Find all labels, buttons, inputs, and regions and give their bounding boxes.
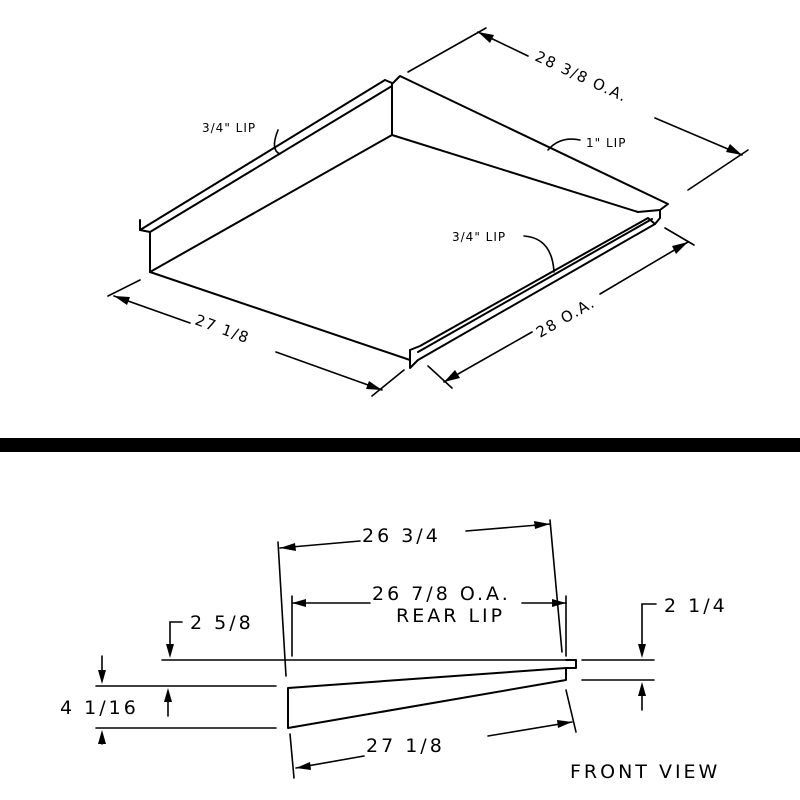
fv-tray-profile [287, 667, 567, 729]
fv-dim-rear-arrow1 [292, 599, 306, 607]
section-divider [0, 438, 800, 452]
fv-right-lip-label: 2 1/4 [664, 595, 728, 617]
dim-front-left-label: 27 1/8 [193, 311, 253, 347]
fv-dim-bottom-ext1 [289, 733, 295, 779]
dim-back-right-arrow2 [726, 144, 742, 155]
dim-front-right-label: 28 O.A. [533, 293, 598, 341]
fv-dim-bottom-arrow1 [296, 762, 311, 770]
dim-front-left-ext2 [371, 369, 405, 397]
dim-back-right-arrow1 [478, 32, 494, 43]
fv-height-arrow-top [98, 670, 106, 684]
isometric-view: 28 3/8 O.A. 1" LIP 3/4" LIP 3/4" LIP 28 … [107, 27, 749, 397]
dim-back-right-label: 28 3/8 O.A. [532, 47, 630, 106]
lip-front-leader [523, 235, 555, 273]
fv-height-label: 4 1/16 [60, 697, 139, 719]
dim-front-right-ext1 [427, 365, 453, 389]
tray-front-floor-edge [149, 271, 411, 361]
fv-dim-top-ext1 [277, 541, 287, 677]
fv-right-lip-arrow-down [638, 644, 646, 658]
fv-dim-top-ext2 [549, 519, 563, 653]
lip-back-right-leader [547, 138, 581, 151]
fv-right-lip-arrow-up [638, 682, 646, 696]
fv-dim-rear-arrow2 [552, 599, 566, 607]
front-view-title: FRONT VIEW [570, 761, 720, 783]
dim-front-right-arrow1 [444, 370, 460, 382]
fv-height-arrow-bottom [98, 730, 106, 744]
tray-left-lip-fold [139, 85, 393, 233]
fv-dim-top-arrow1 [280, 543, 296, 551]
fv-height-arrow-mid [164, 688, 172, 702]
lip-back-right-label: 1" LIP [586, 136, 626, 150]
tray-back-floor-edge [391, 134, 639, 213]
tray-front-lip [409, 217, 656, 369]
dim-front-right-line1 [443, 331, 533, 383]
fv-left-lip-arrow [166, 644, 174, 658]
fv-dim-rear-label: 26 7/8 O.A. [372, 583, 511, 605]
fv-dim-top-arrow2 [534, 521, 550, 529]
dim-front-left-arrow1 [114, 296, 130, 305]
dim-front-left-arrow2 [366, 381, 382, 390]
fv-left-lip-label: 2 5/8 [190, 612, 254, 634]
fv-dim-bottom-ext2 [565, 689, 577, 733]
fv-rear-lip-label: REAR LIP [396, 605, 505, 627]
lip-back-left-label: 3/4" LIP [202, 121, 256, 135]
dim-front-right-ext2 [664, 227, 695, 246]
tray-left-floor-edge [149, 134, 393, 273]
fv-dim-bottom-arrow2 [557, 720, 572, 728]
dim-back-right-line2 [654, 117, 743, 156]
lip-back-left-leader [273, 129, 281, 155]
tray-front-lip-inner [417, 218, 653, 353]
fv-left-lip-leader [169, 621, 183, 649]
dim-front-right-arrow2 [672, 242, 688, 254]
lip-front-label: 3/4" LIP [452, 230, 506, 244]
tray-right-corner [637, 209, 661, 225]
dim-front-left-ext1 [107, 279, 141, 297]
dim-back-right-ext1 [407, 27, 487, 73]
fv-right-lip-leader [641, 603, 657, 649]
dim-front-right-line2 [599, 241, 689, 295]
fv-rear-lip [565, 659, 577, 669]
front-view: 26 3/4 26 7/8 O.A. REAR LIP 2 5/8 2 1/4 … [60, 519, 728, 783]
fv-dim-bottom-label: 27 1/8 [366, 735, 445, 757]
dim-front-left-line2 [275, 351, 383, 391]
tray-left-lip-top [139, 79, 393, 231]
fv-dim-top-label: 26 3/4 [362, 525, 441, 547]
dim-back-right-ext2 [687, 149, 749, 191]
tray-back-lip-top [391, 75, 669, 211]
